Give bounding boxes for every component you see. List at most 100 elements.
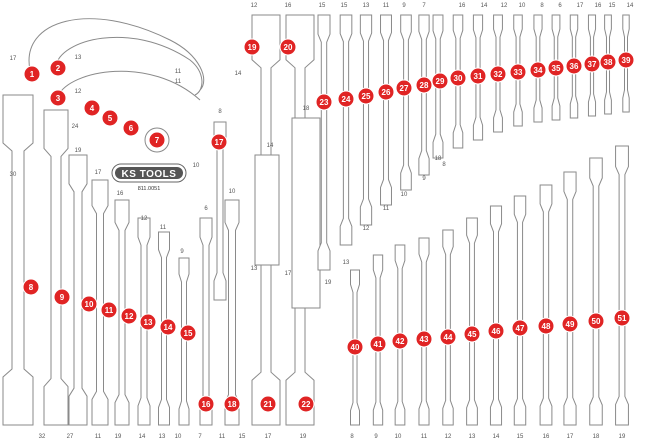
size-label-64: 11 <box>421 434 428 440</box>
badge-circle <box>463 325 481 343</box>
badge-number: 39 <box>622 56 631 65</box>
size-label-21: 14 <box>267 143 274 149</box>
upper-wrench-slot-23 <box>317 14 331 271</box>
badge-35: 35 <box>547 59 565 77</box>
badge-number: 29 <box>436 77 445 86</box>
badge-22: 22 <box>297 395 315 413</box>
badge-number: 35 <box>552 64 561 73</box>
badge-33: 33 <box>509 63 527 81</box>
size-label-16: 8 <box>218 109 222 115</box>
badge-circle <box>487 322 505 340</box>
size-label-65: 12 <box>445 434 452 440</box>
badge-number: 43 <box>420 335 429 344</box>
badge-5: 5 <box>101 109 119 127</box>
badge-34: 34 <box>529 61 547 79</box>
badge-25: 25 <box>357 87 375 105</box>
badge-circle <box>469 67 487 85</box>
badge-14: 14 <box>159 318 177 336</box>
size-label-20: 16 <box>285 3 292 9</box>
badge-number: 22 <box>302 400 311 409</box>
size-label-50: 27 <box>67 434 74 440</box>
size-label-38: 6 <box>558 3 562 9</box>
badge-number: 48 <box>542 322 551 331</box>
badge-number: 1 <box>30 70 35 79</box>
size-label-3: 12 <box>75 89 82 95</box>
size-label-13: 11 <box>160 225 167 231</box>
badge-number: 47 <box>516 324 525 333</box>
badge-circle <box>122 119 140 137</box>
badge-6: 6 <box>122 119 140 137</box>
badge-37: 37 <box>583 55 601 73</box>
size-label-45: 11 <box>383 206 390 212</box>
size-label-23: 17 <box>285 271 292 277</box>
badge-circle <box>489 65 507 83</box>
badge-number: 27 <box>400 84 409 93</box>
size-label-36: 10 <box>519 3 526 9</box>
badge-number: 19 <box>248 43 257 52</box>
badge-43: 43 <box>415 330 433 348</box>
badge-circle <box>259 395 277 413</box>
size-label-32: 18 <box>435 156 442 162</box>
badge-number: 5 <box>108 114 113 123</box>
badge-27: 27 <box>395 79 413 97</box>
badge-46: 46 <box>487 322 505 340</box>
badge-47: 47 <box>511 319 529 337</box>
badge-21: 21 <box>259 395 277 413</box>
badge-number: 13 <box>144 318 153 327</box>
badge-number: 46 <box>492 327 501 336</box>
size-label-55: 10 <box>175 434 182 440</box>
badge-number: 50 <box>592 317 601 326</box>
badge-circle <box>179 324 197 342</box>
size-label-27: 15 <box>341 3 348 9</box>
badge-number: 14 <box>164 323 173 332</box>
badge-number: 2 <box>56 64 61 73</box>
badge-number: 23 <box>320 98 329 107</box>
logo-fill <box>115 167 183 179</box>
badge-1: 1 <box>23 65 41 83</box>
lower-wrench-slot-51 <box>615 145 629 426</box>
badge-circle <box>243 38 261 56</box>
badge-circle <box>100 301 118 319</box>
upper-wrench-slot-27 <box>400 14 412 191</box>
badge-number: 30 <box>454 74 463 83</box>
size-label-61: 8 <box>350 434 354 440</box>
size-label-37: 8 <box>540 3 544 9</box>
upper-wrench-slot-24 <box>339 14 353 246</box>
badge-number: 44 <box>444 333 453 342</box>
badge-12: 12 <box>120 307 138 325</box>
badge-20: 20 <box>279 38 297 56</box>
size-label-14: 9 <box>180 249 184 255</box>
badge-10: 10 <box>80 295 98 313</box>
badge-circle <box>369 335 387 353</box>
lower-wrench-slot-44 <box>442 229 454 426</box>
size-label-11: 16 <box>117 191 124 197</box>
badge-circle <box>53 288 71 306</box>
badge-circle <box>547 59 565 77</box>
wrench-slot-left-4 <box>91 179 109 426</box>
badge-circle <box>439 328 457 346</box>
handle-slot-16 <box>199 217 213 426</box>
size-label-59: 17 <box>265 434 272 440</box>
badge-circle <box>449 69 467 87</box>
size-label-12: 12 <box>141 216 148 222</box>
badge-number: 26 <box>382 88 391 97</box>
badge-circle <box>415 76 433 94</box>
size-label-30: 9 <box>402 3 406 9</box>
badge-number: 33 <box>514 68 523 77</box>
size-label-48: 8 <box>442 162 446 168</box>
badge-circle <box>415 330 433 348</box>
badge-11: 11 <box>100 301 118 319</box>
badge-9: 9 <box>53 288 71 306</box>
badge-number: 4 <box>90 104 95 113</box>
ks-tools-logo: KS TOOLS 811.0051 <box>111 163 187 192</box>
size-label-25: 19 <box>325 280 332 286</box>
size-label-44: 12 <box>363 226 370 232</box>
wrench-slot-left-3 <box>68 154 88 426</box>
size-label-8: 30 <box>10 172 17 178</box>
badge-number: 11 <box>105 306 114 315</box>
badge-circle <box>22 278 40 296</box>
badge-circle <box>197 395 215 413</box>
size-label-69: 16 <box>543 434 550 440</box>
size-label-46: 10 <box>401 192 408 198</box>
